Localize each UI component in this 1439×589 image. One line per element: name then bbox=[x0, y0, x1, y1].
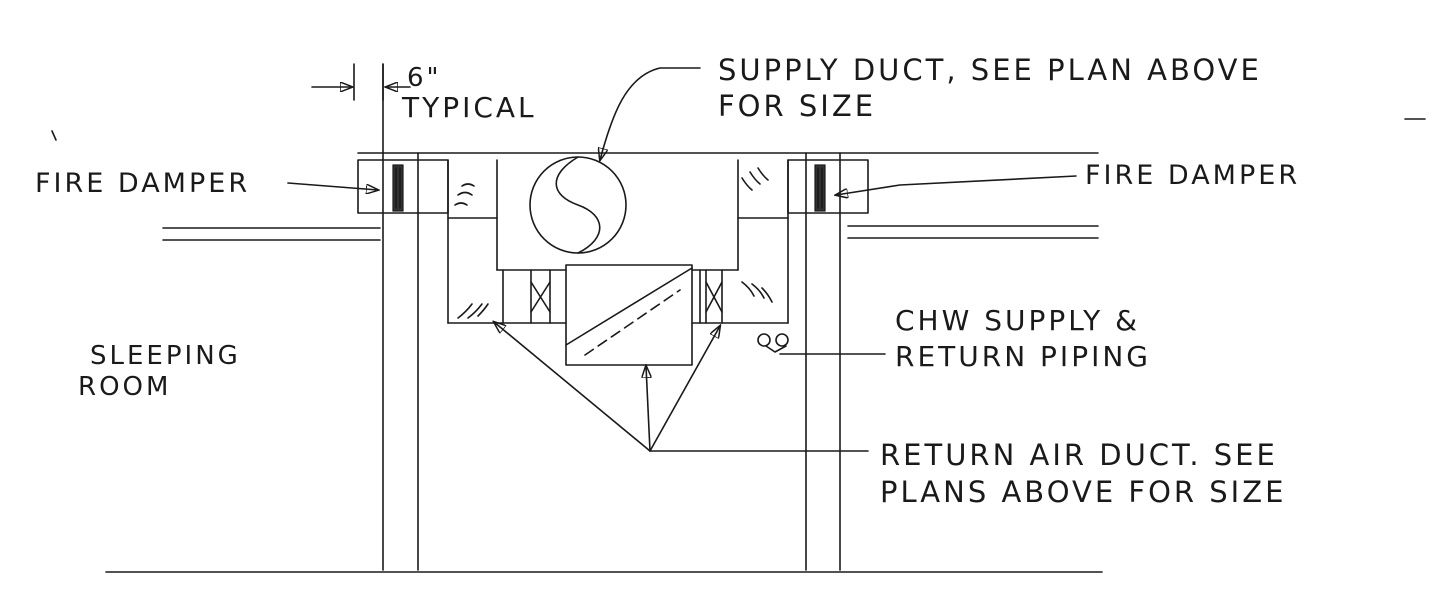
return-air-duct bbox=[447, 159, 789, 324]
fire-damper-left-label: FIRE DAMPER bbox=[35, 168, 250, 199]
fire-damper-left-symbol bbox=[392, 164, 404, 212]
fire-damper-right-label: FIRE DAMPER bbox=[1085, 160, 1300, 191]
chw-piping-symbol bbox=[757, 333, 789, 353]
slab-lines bbox=[105, 152, 1103, 573]
left-wall bbox=[353, 63, 449, 571]
fire-damper-right-symbol bbox=[814, 164, 826, 212]
right-wall bbox=[787, 152, 869, 571]
supply-duct-label-line2: FOR SIZE bbox=[718, 89, 876, 123]
supply-duct-round bbox=[529, 156, 627, 254]
chw-label-line1: CHW SUPPLY & bbox=[895, 304, 1140, 337]
fan-coil-unit bbox=[565, 264, 693, 366]
sleeping-room-label-line2: ROOM bbox=[78, 372, 171, 402]
scan-speck bbox=[51, 130, 57, 141]
dimension-value: 6" bbox=[407, 63, 442, 93]
chw-label-line2: RETURN PIPING bbox=[895, 340, 1151, 373]
leaders bbox=[287, 67, 1077, 452]
sleeping-room-label-line1: SLEEPING bbox=[90, 341, 241, 371]
supply-duct-label-line1: SUPPLY DUCT, SEE PLAN ABOVE bbox=[718, 53, 1262, 87]
return-duct-label-line2: PLANS ABOVE FOR SIZE bbox=[880, 475, 1286, 509]
dimension-qualifier: TYPICAL bbox=[401, 91, 537, 124]
return-duct-label-line1: RETURN AIR DUCT. SEE bbox=[880, 438, 1278, 472]
